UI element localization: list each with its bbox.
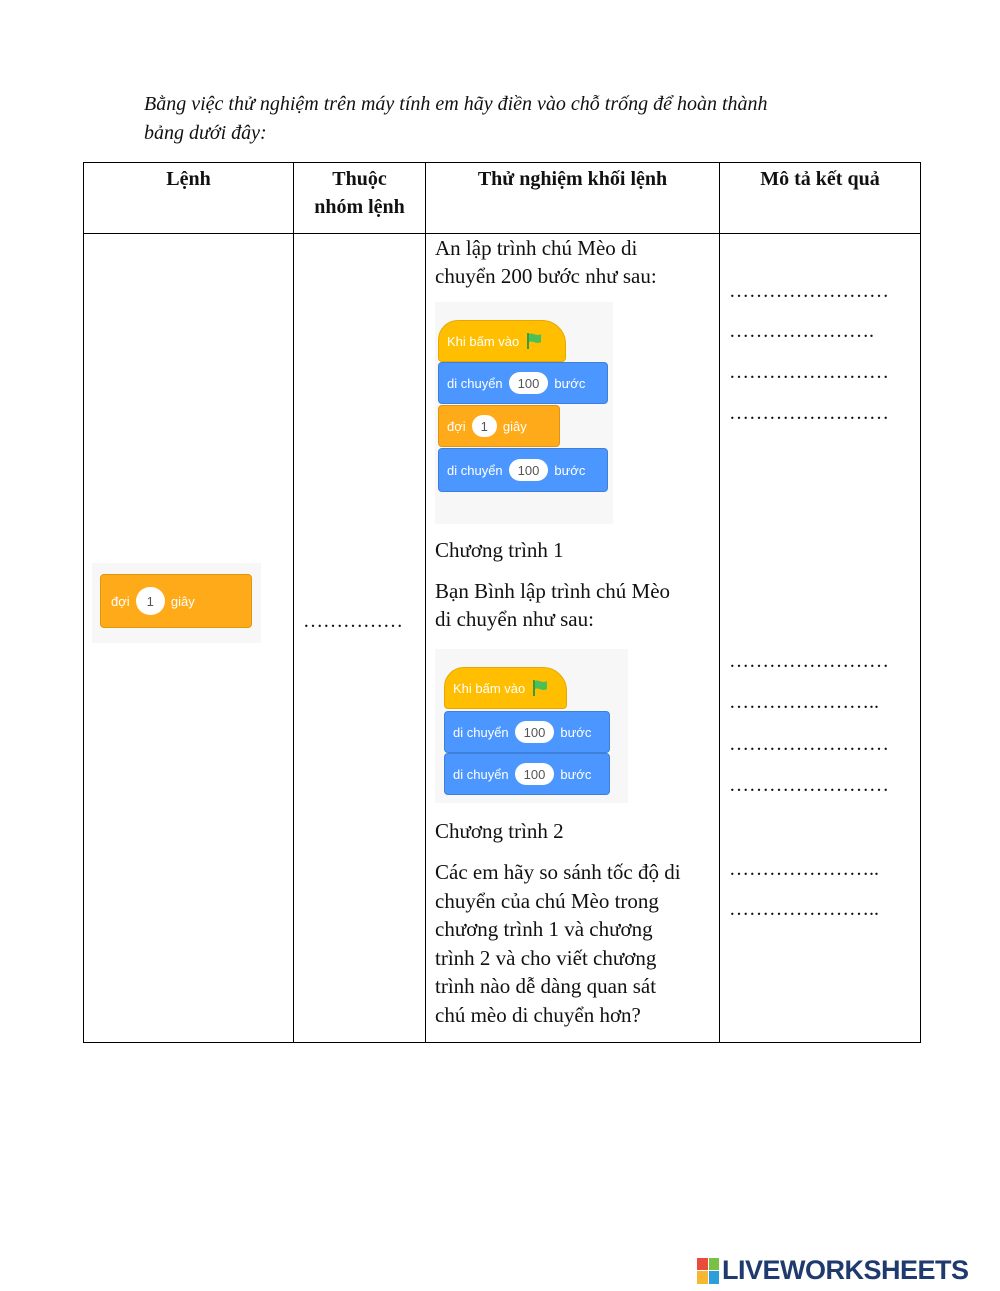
question-line-1: Các em hãy so sánh tốc độ di: [435, 860, 681, 884]
program1-move2-value: 100: [508, 459, 549, 481]
wait-block-unit: giây: [170, 593, 195, 609]
answer-blank-4[interactable]: ……………………: [729, 402, 889, 424]
program2-move2-value: 100: [514, 763, 555, 785]
program2-image: Khi bấm vào di chuyển 100 bước di chuyển: [435, 649, 628, 803]
program2-move-block-1: di chuyển 100 bước: [444, 711, 610, 753]
program1-wait-block: đợi 1 giây: [438, 405, 560, 447]
header-result: Mô tả kết quả: [719, 162, 921, 234]
header-group: Thuộc nhóm lệnh: [293, 162, 426, 234]
answer-blank-10[interactable]: …………………..: [729, 898, 879, 920]
liveworksheets-logo: LIVEWORKSHEETS: [697, 1255, 969, 1286]
program2-move2-label: di chuyển: [453, 766, 509, 782]
result-cell: …………………… …………………. …………………… …………………… ……………: [719, 233, 921, 1043]
program1-move1-value: 100: [508, 372, 549, 394]
answer-blank-5[interactable]: ……………………: [729, 650, 889, 672]
program1-intro-line-2: chuyển 200 bước như sau:: [435, 264, 657, 288]
logo-mark-icon: [697, 1257, 719, 1284]
green-flag-icon: [527, 333, 542, 349]
program1-move2-label: di chuyển: [447, 462, 503, 478]
question-line-4: trình 2 và cho viết chương: [435, 945, 657, 970]
table-header-row: Lệnh Thuộc nhóm lệnh Thử nghiệm khối lện…: [83, 162, 921, 234]
table-row: đợi 1 giây …………… An lập trình chú Mèo di…: [83, 233, 921, 1043]
program1-move1-unit: bước: [554, 375, 586, 391]
question-line-2: chuyển của chú Mèo trong: [435, 888, 659, 913]
header-command: Lệnh: [83, 162, 294, 234]
instruction-line-2: bảng dưới đây:: [144, 122, 267, 144]
experiment-cell: An lập trình chú Mèo di chuyển 200 bước …: [425, 233, 720, 1043]
answer-blank-2[interactable]: ………………….: [729, 320, 874, 342]
wait-block-value: 1: [135, 587, 165, 615]
program2-caption: Chương trình 2: [435, 819, 564, 843]
answer-blank-3[interactable]: ……………………: [729, 361, 889, 383]
worksheet-table: Lệnh Thuộc nhóm lệnh Thử nghiệm khối lện…: [83, 162, 921, 1043]
instruction-line-1: Bằng việc thử nghiệm trên máy tính em hã…: [144, 93, 768, 115]
program2-move-block-2: di chuyển 100 bước: [444, 753, 610, 795]
program1-wait-value: 1: [471, 415, 497, 437]
group-cell: ……………: [293, 233, 426, 1043]
program1-image: Khi bấm vào di chuyển 100 bước đợi 1: [435, 302, 613, 524]
wait-block-image: đợi 1 giây: [92, 563, 261, 643]
logo-text: LIVEWORKSHEETS: [722, 1255, 969, 1285]
program1-caption: Chương trình 1: [435, 538, 564, 562]
program2-move2-unit: bước: [560, 766, 592, 782]
header-group-line-1: Thuộc: [332, 168, 387, 190]
green-flag-icon: [533, 680, 548, 696]
wait-block-label: đợi: [111, 593, 130, 609]
answer-blank-8[interactable]: ……………………: [729, 774, 889, 796]
group-answer-blank[interactable]: ……………: [303, 610, 403, 632]
question-line-6: chú mèo di chuyển hơn?: [435, 1002, 641, 1027]
program2-hat-block: Khi bấm vào: [444, 667, 567, 709]
answer-blank-1[interactable]: ……………………: [729, 280, 889, 302]
program2-move1-value: 100: [514, 721, 555, 743]
program1-wait-label: đợi: [447, 418, 466, 434]
answer-blank-9[interactable]: …………………..: [729, 858, 879, 880]
header-group-line-2: nhóm lệnh: [314, 196, 405, 218]
program1-hat-block: Khi bấm vào: [438, 320, 566, 362]
program1-wait-unit: giây: [502, 418, 527, 434]
command-cell: đợi 1 giây: [83, 233, 294, 1043]
program1-move-block-2: di chuyển 100 bước: [438, 448, 608, 492]
header-experiment: Thử nghiệm khối lệnh: [425, 162, 720, 234]
program2-intro-line-1: Bạn Bình lập trình chú Mèo: [435, 579, 671, 603]
program1-move1-label: di chuyển: [447, 375, 503, 391]
program1-move2-unit: bước: [554, 462, 586, 478]
program1-hat-label: Khi bấm vào: [447, 333, 520, 349]
program1-intro-line-1: An lập trình chú Mèo di: [435, 236, 638, 260]
program1-move-block-1: di chuyển 100 bước: [438, 362, 608, 404]
program2-intro-line-2: di chuyển như sau:: [435, 607, 594, 631]
instruction-text: Bằng việc thử nghiệm trên máy tính em hã…: [140, 90, 900, 148]
answer-blank-6[interactable]: …………………..: [729, 691, 879, 713]
program2-move1-unit: bước: [560, 724, 592, 740]
question-line-5: trình nào dễ dàng quan sát: [435, 974, 657, 998]
wait-block: đợi 1 giây: [100, 574, 252, 628]
question-line-3: chương trình 1 và chương: [435, 917, 653, 941]
program2-move1-label: di chuyển: [453, 724, 509, 740]
program2-hat-label: Khi bấm vào: [453, 680, 526, 696]
answer-blank-7[interactable]: ……………………: [729, 733, 889, 755]
